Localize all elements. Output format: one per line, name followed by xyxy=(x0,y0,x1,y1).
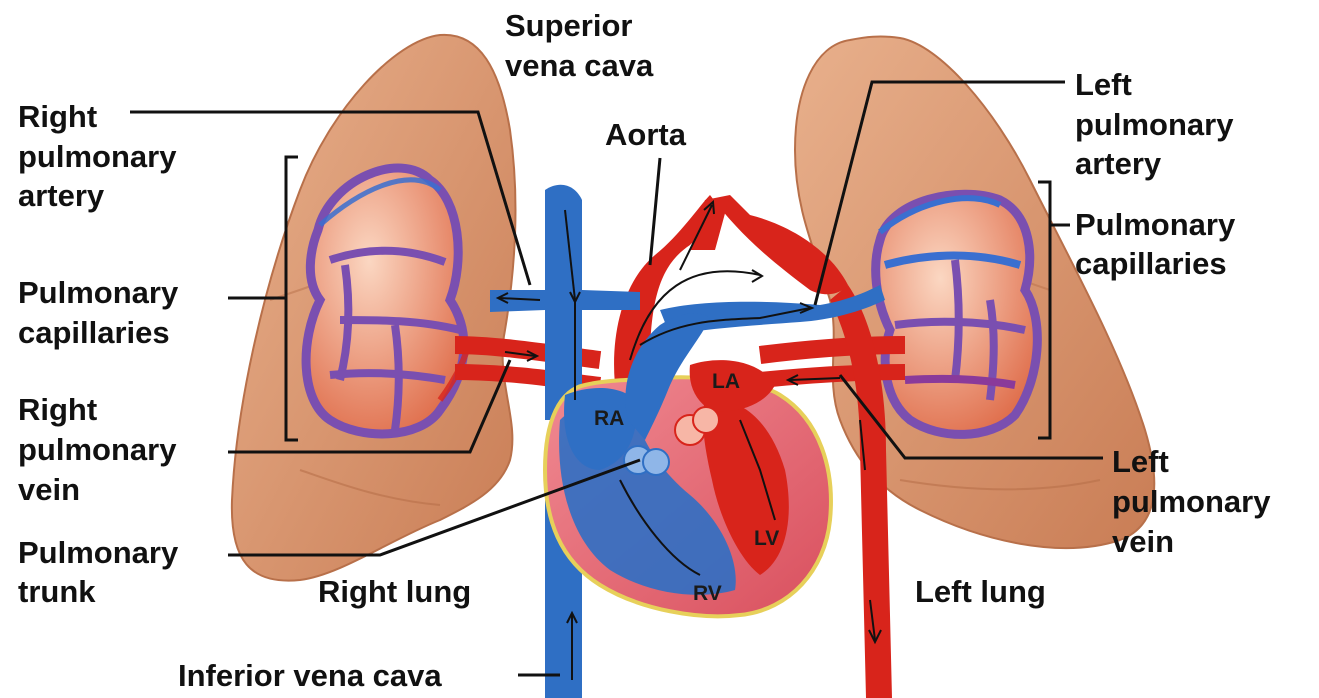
aorta-label: Aorta xyxy=(605,117,687,152)
pulmonary-capillaries-label-right: Pulmonary capillaries xyxy=(1075,207,1244,281)
left-pulmonary-vein-label: Left pulmonary vein xyxy=(1112,444,1279,559)
superior-vena-cava xyxy=(545,185,582,420)
chamber-label-la: LA xyxy=(712,370,740,393)
right-lung-label: Right lung xyxy=(318,574,471,609)
chamber-label-rv: RV xyxy=(693,582,722,605)
right-pulmonary-artery-label: Right pulmonary artery xyxy=(18,99,185,213)
right-pulmonary-artery xyxy=(490,290,545,312)
pulmonary-capillaries-label-left: Pulmonary capillaries xyxy=(18,275,187,350)
right-pulmonary-capillaries xyxy=(306,168,470,434)
left-pulmonary-artery-label: Left pulmonary artery xyxy=(1075,67,1242,181)
superior-vena-cava-label: Superior vena cava xyxy=(505,8,654,83)
left-pulmonary-capillaries xyxy=(876,194,1038,434)
chamber-label-ra: RA xyxy=(594,407,624,430)
left-lung-label: Left lung xyxy=(915,574,1046,609)
inferior-vena-cava-label: Inferior vena cava xyxy=(178,658,442,693)
chamber-label-lv: LV xyxy=(754,527,779,550)
right-pulmonary-vein-label: Right pulmonary vein xyxy=(18,392,185,507)
pulmonary-trunk-label: Pulmonary trunk xyxy=(18,535,187,609)
